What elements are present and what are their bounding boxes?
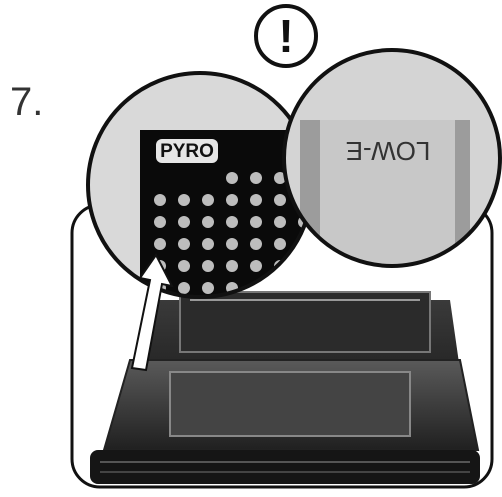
perforation-hole <box>202 238 214 250</box>
perforation-hole <box>250 194 262 206</box>
perforation-hole <box>154 238 166 250</box>
perforation-hole <box>226 194 238 206</box>
perforation-hole <box>250 238 262 250</box>
perforation-hole <box>226 216 238 228</box>
perforation-hole <box>178 260 190 272</box>
perforation-hole <box>178 238 190 250</box>
perforation-hole <box>226 238 238 250</box>
perforation-hole <box>250 260 262 272</box>
pyro-label: PYRO <box>160 141 214 162</box>
perforation-hole <box>250 172 262 184</box>
warning-icon: ! <box>256 6 316 66</box>
perforation-hole <box>202 282 214 294</box>
low-e-label: LOW-E <box>346 136 431 166</box>
perforation-hole <box>178 282 190 294</box>
perforation-hole <box>178 194 190 206</box>
perforation-hole <box>274 194 286 206</box>
perforation-hole <box>226 172 238 184</box>
perforation-hole <box>226 260 238 272</box>
perforation-hole <box>274 238 286 250</box>
perforation-hole <box>250 216 262 228</box>
perforation-hole <box>178 216 190 228</box>
perforation-hole <box>202 260 214 272</box>
perforation-hole <box>202 194 214 206</box>
warning-symbol: ! <box>278 10 293 62</box>
perforation-hole <box>154 216 166 228</box>
perforation-hole <box>202 216 214 228</box>
perforation-hole <box>154 194 166 206</box>
perforation-hole <box>274 216 286 228</box>
